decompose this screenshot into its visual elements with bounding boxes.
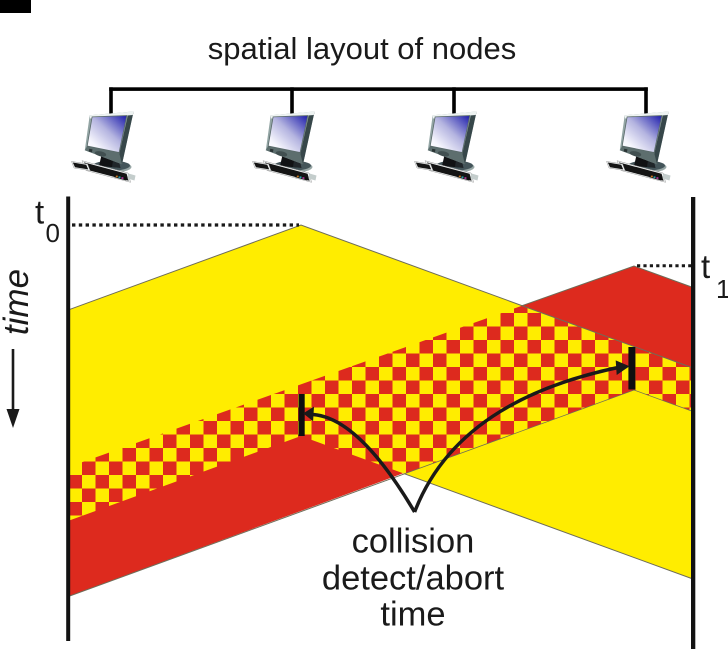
svg-text:time: time bbox=[0, 269, 36, 335]
svg-text:1: 1 bbox=[716, 274, 728, 304]
svg-text:collision: collision bbox=[352, 523, 475, 561]
svg-text:time: time bbox=[380, 596, 445, 634]
svg-text:spatial layout of nodes: spatial layout of nodes bbox=[208, 31, 517, 66]
svg-text:detect/abort: detect/abort bbox=[322, 560, 505, 598]
svg-text:t: t bbox=[35, 194, 44, 231]
svg-text:t: t bbox=[701, 248, 710, 285]
svg-text:0: 0 bbox=[46, 218, 60, 248]
